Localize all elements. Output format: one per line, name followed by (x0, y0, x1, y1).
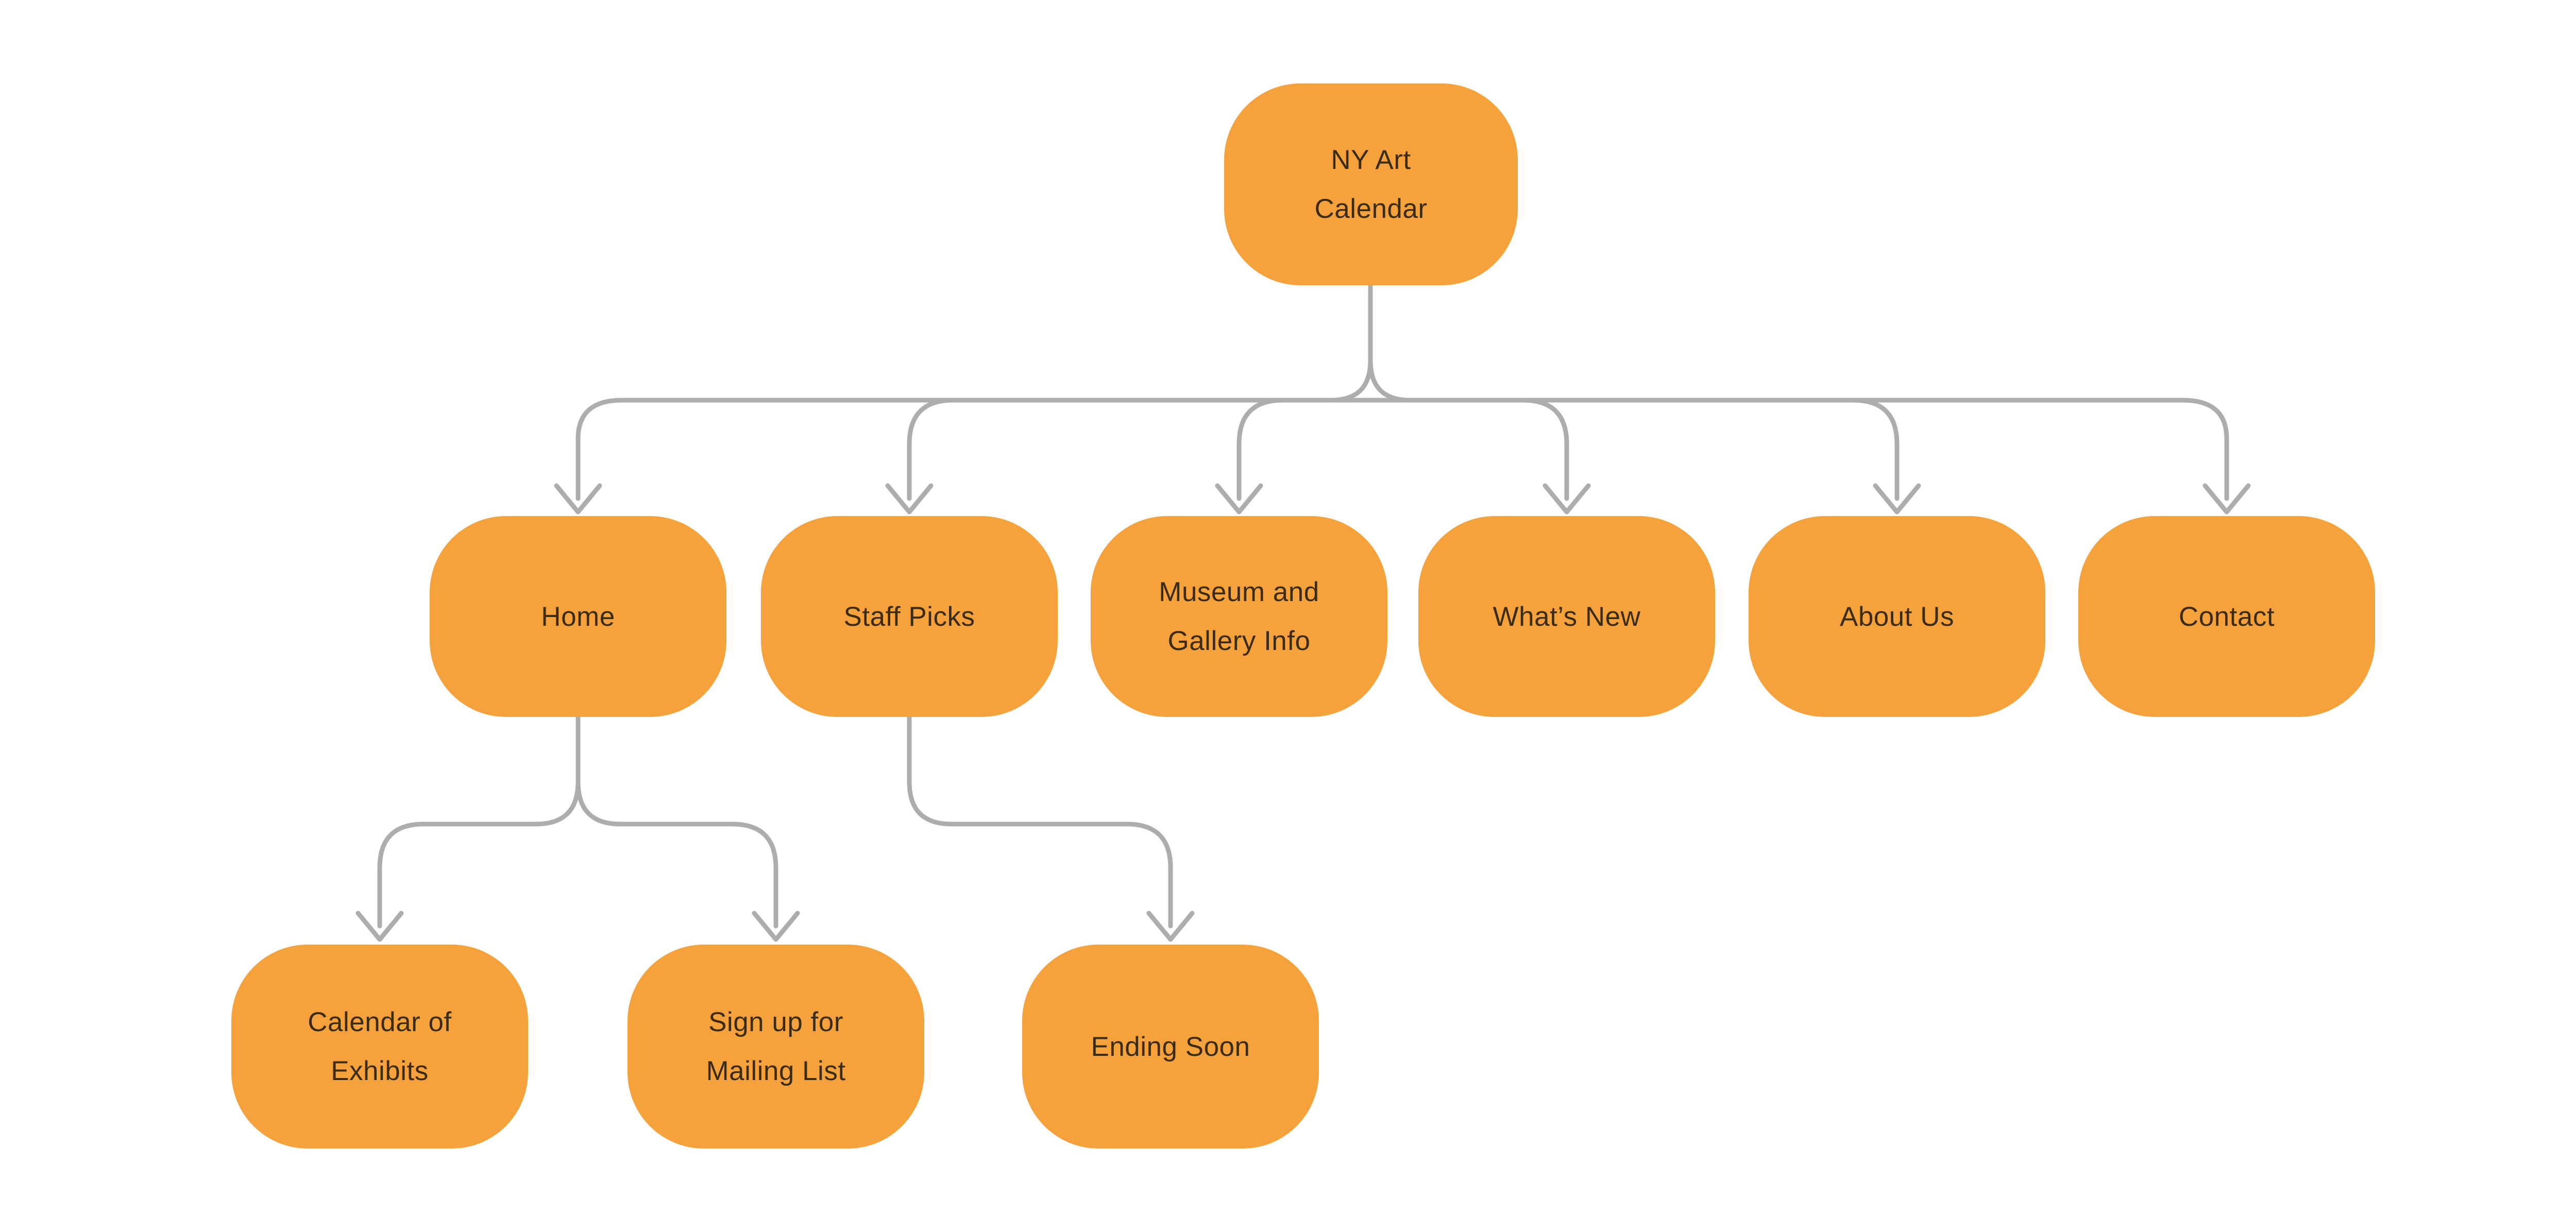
arrowhead (1146, 911, 1195, 942)
node-about-us[interactable]: About Us (1749, 516, 2045, 717)
arrowhead (1543, 483, 1591, 515)
node-label: What’s New (1493, 601, 1641, 632)
node-label: Calendar of Exhibits (308, 1007, 452, 1086)
node-home[interactable]: Home (430, 516, 726, 717)
node-label: Home (541, 601, 615, 632)
node-contact[interactable]: Contact (2078, 516, 2375, 717)
node-calendar-of-exhibits[interactable]: Calendar of Exhibits (231, 945, 528, 1149)
arrowhead (554, 483, 602, 515)
edge-staff-picks-ending-soon (907, 714, 1173, 929)
edge-home-calendar-of-exhibits (377, 714, 581, 929)
edge-root-trunk-bar (575, 398, 2229, 441)
node-sign-up-for-mailing-list[interactable]: Sign up for Mailing List (628, 945, 924, 1149)
edge-root-about-us-drop (1851, 398, 1900, 501)
arrowhead (1215, 483, 1263, 515)
node-ny-art-calendar[interactable]: NY Art Calendar (1224, 83, 1518, 285)
edge-root-stem-right (1368, 283, 1413, 403)
node-label: Ending Soon (1091, 1031, 1250, 1062)
node-staff-picks[interactable]: Staff Picks (761, 516, 1058, 717)
node-ending-soon[interactable]: Ending Soon (1022, 945, 1319, 1149)
node-label: About Us (1839, 601, 1954, 632)
edge-root-staff-picks-drop (907, 398, 956, 501)
node-label: Contact (2178, 601, 2275, 632)
node-label: NY Art Calendar (1314, 145, 1428, 224)
edge-root-museum-drop (1236, 398, 1285, 501)
node-label: Staff Picks (843, 601, 975, 632)
node-label: Sign up for Mailing List (706, 1007, 846, 1086)
arrowhead (2202, 483, 2251, 515)
edge-root-whats-new-drop (1520, 398, 1569, 501)
arrowhead (355, 911, 404, 942)
arrowhead (885, 483, 934, 515)
node-whats-new[interactable]: What’s New (1418, 516, 1715, 717)
edge-root-stem-left (1328, 283, 1373, 403)
node-label: Museum and Gallery Info (1159, 577, 1319, 656)
node-museum-and-gallery-info[interactable]: Museum and Gallery Info (1091, 516, 1387, 717)
arrowhead (1873, 483, 1921, 515)
arrowhead (752, 911, 800, 942)
edge-home-mailing-list (575, 714, 778, 929)
